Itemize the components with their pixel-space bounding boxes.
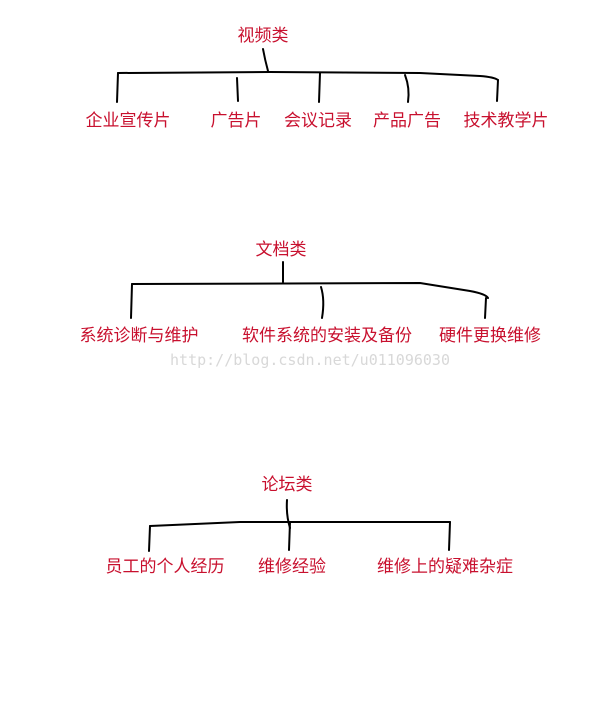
tree-2-drop-3 <box>484 297 487 319</box>
tree-2-drop-1 <box>130 283 133 319</box>
tree-1-drop-1 <box>116 72 119 103</box>
tree-1-child-2-label: 广告片 <box>210 111 262 131</box>
tree-1-child-3-label: 会议记录 <box>284 111 352 131</box>
tree-2-connectors <box>130 261 489 319</box>
tree-1-child-5-label: 技术教学片 <box>463 111 549 131</box>
tree-2-child-1-label: 系统诊断与维护 <box>79 326 199 346</box>
tree-3-child-3-label: 维修上的疑难杂症 <box>377 557 513 577</box>
tree-3-drop-2 <box>288 521 291 551</box>
tree-3-drop-1 <box>148 525 151 552</box>
tree-1-child-1-label: 企业宣传片 <box>85 111 171 131</box>
tree-3-drop-3 <box>448 521 451 551</box>
tree-1-connectors <box>116 48 499 103</box>
tree-1-root-label: 视频类 <box>237 26 289 46</box>
tree-2-root-label: 文档类 <box>255 240 307 260</box>
tree-2-child-2-label: 软件系统的安装及备份 <box>242 326 412 346</box>
tree-1-drop-3 <box>318 72 321 103</box>
tree-1-drop-2 <box>236 77 239 102</box>
tree-3-horizontal-bar <box>149 521 451 527</box>
tree-1-root-stem <box>262 48 269 72</box>
tree-1-child-4-label: 产品广告 <box>373 111 441 131</box>
tree-3-connectors <box>148 499 451 552</box>
tree-3-root-label: 论坛类 <box>261 475 313 495</box>
tree-1-drop-5 <box>496 79 499 102</box>
watermark-url: http://blog.csdn.net/u011096030 <box>170 351 450 369</box>
tree-2-horizontal-bar <box>131 282 489 299</box>
tree-1-drop-4 <box>404 74 410 103</box>
tree-2-drop-2 <box>320 286 325 319</box>
tree-3-child-1-label: 员工的个人经历 <box>105 557 225 577</box>
tree-2-child-3-label: 硬件更换维修 <box>439 326 541 346</box>
tree-1-horizontal-bar <box>117 71 499 81</box>
tree-3-child-2-label: 维修经验 <box>258 557 326 577</box>
